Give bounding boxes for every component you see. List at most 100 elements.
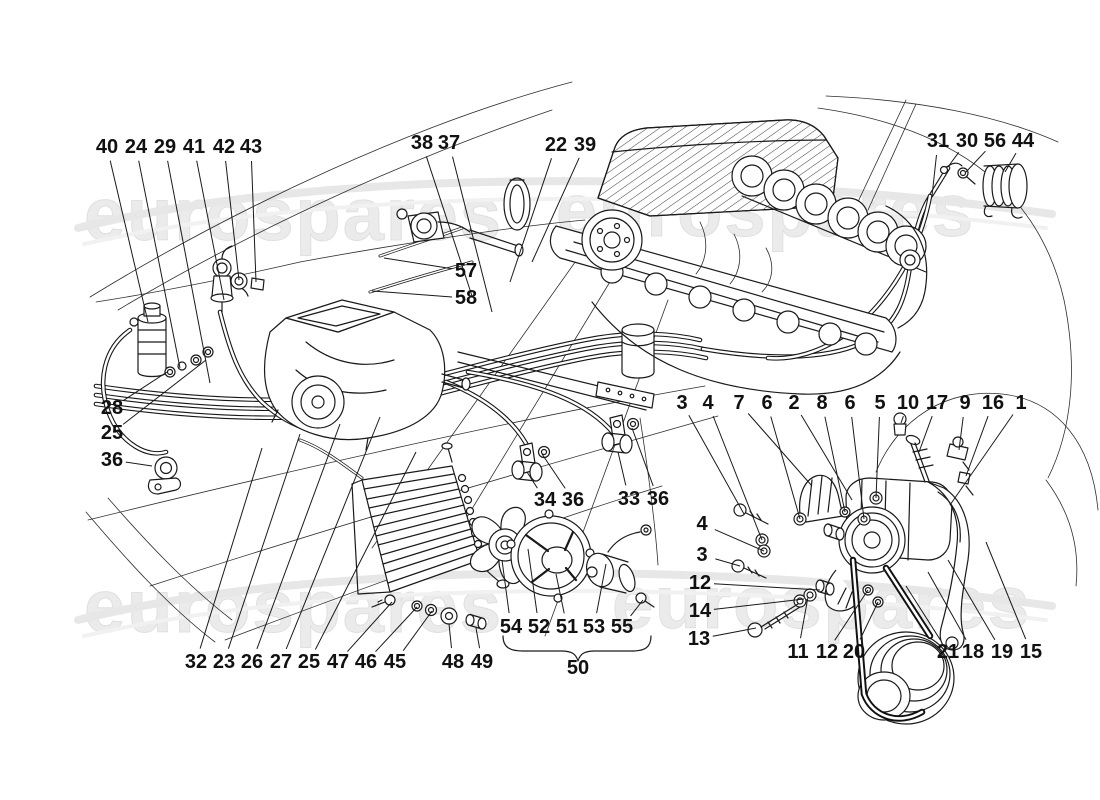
callout-leader-28 xyxy=(123,371,168,401)
callout-leader-16 xyxy=(965,415,989,477)
callout-leader-1 xyxy=(949,414,1014,506)
callout-19: 19 xyxy=(991,641,1013,663)
front-clutch xyxy=(581,209,643,271)
callout-leader-22 xyxy=(509,158,552,283)
callout-leader-6 xyxy=(851,416,865,520)
callout-7: 7 xyxy=(733,392,744,414)
callout-leader-25 xyxy=(122,359,207,425)
callout-leader-10 xyxy=(900,416,904,424)
callout-leader-48 xyxy=(448,623,452,649)
callout-leader-46 xyxy=(375,606,418,653)
callout-18: 18 xyxy=(962,641,984,663)
callout-38: 38 xyxy=(411,132,433,154)
evaporator-unit xyxy=(264,299,655,451)
callout-leader-15 xyxy=(985,541,1027,640)
callout-16: 16 xyxy=(982,392,1004,414)
mount-bracket xyxy=(799,474,859,612)
callout-8: 8 xyxy=(816,392,827,414)
callout-1: 1 xyxy=(1015,392,1026,414)
callout-9: 9 xyxy=(959,392,970,414)
callout-46: 46 xyxy=(355,651,377,673)
callout-6: 6 xyxy=(844,392,855,414)
fan-motor xyxy=(585,524,652,594)
callout-54: 54 xyxy=(500,616,523,638)
tensioner-arm xyxy=(927,481,970,651)
exhaust-ports xyxy=(600,260,878,356)
callout-leader-13 xyxy=(712,627,757,637)
callout-45: 45 xyxy=(384,651,406,673)
callout-55: 55 xyxy=(611,616,633,638)
callout-leader-23 xyxy=(227,433,301,649)
callout-25: 25 xyxy=(298,651,320,673)
engine-assembly xyxy=(549,119,928,395)
callout-30: 30 xyxy=(956,130,978,152)
callout-12: 12 xyxy=(689,572,711,594)
callout-leader-8 xyxy=(824,416,846,513)
callout-leader-36 xyxy=(541,453,566,489)
callout-leader-21 xyxy=(905,585,941,641)
callout-31: 31 xyxy=(927,130,949,152)
callout-leader-30 xyxy=(947,152,960,168)
callout-leader-51 xyxy=(555,573,565,614)
drive-belt-pulley xyxy=(849,556,955,725)
callout-14: 14 xyxy=(689,600,712,622)
callout-47: 47 xyxy=(327,651,349,673)
callout-leader-20 xyxy=(859,601,879,640)
callout-leader-2 xyxy=(800,414,853,501)
callout-leader-37 xyxy=(452,156,493,313)
callout-51: 51 xyxy=(556,616,578,638)
callout-17: 17 xyxy=(926,392,948,414)
callout-32: 32 xyxy=(185,651,207,673)
callout-leader-4 xyxy=(714,529,765,552)
intake-runners xyxy=(731,155,927,267)
callout-leader-14 xyxy=(713,598,805,610)
callout-15: 15 xyxy=(1020,641,1042,663)
callout-24: 24 xyxy=(125,136,148,158)
callout-leader-3 xyxy=(688,414,745,515)
callout-39: 39 xyxy=(574,134,596,156)
callout-leader-18 xyxy=(927,571,967,641)
callout-50: 50 xyxy=(567,657,589,679)
callout-leader-39 xyxy=(531,157,580,263)
callout-leader-44 xyxy=(1004,152,1017,173)
firewall-grommet xyxy=(503,177,531,231)
callout-leader-49 xyxy=(475,627,481,649)
callout-leader-25 xyxy=(314,451,417,650)
callout-28: 28 xyxy=(101,397,123,419)
callout-leader-11 xyxy=(800,596,809,639)
callout-52: 52 xyxy=(528,616,550,638)
receiver-drier xyxy=(129,302,167,378)
callout-leader-36 xyxy=(631,427,654,487)
callout-58: 58 xyxy=(455,287,477,309)
callout-36: 36 xyxy=(562,489,584,511)
callout-11: 11 xyxy=(787,641,808,663)
callout-57: 57 xyxy=(455,260,477,282)
group-bracket-50 xyxy=(502,635,652,662)
callout-leader-27 xyxy=(285,416,381,650)
callout-leader-31 xyxy=(931,154,937,197)
callout-leader-55 xyxy=(630,599,644,617)
callout-leader-58 xyxy=(371,290,453,298)
condenser-hardware xyxy=(371,594,487,630)
callout-leader-36 xyxy=(125,461,153,467)
fan-shroud xyxy=(506,509,595,603)
solenoid-valve xyxy=(164,245,265,378)
callout-25: 25 xyxy=(101,422,123,444)
pipe-clamps xyxy=(147,414,640,495)
motor-screw xyxy=(635,592,655,608)
callout-leader-42 xyxy=(225,160,240,281)
callout-leader-53 xyxy=(596,563,607,614)
callout-leader-43 xyxy=(251,160,257,283)
callout-36: 36 xyxy=(647,488,669,510)
callout-leader-52 xyxy=(527,548,538,614)
callout-3: 3 xyxy=(696,544,707,566)
callout-leader-47 xyxy=(347,601,393,652)
callout-leader-45 xyxy=(402,610,433,651)
callout-40: 40 xyxy=(96,136,118,158)
callout-leader-33 xyxy=(617,451,627,486)
callout-3: 3 xyxy=(676,392,687,414)
callout-leader-54 xyxy=(501,559,510,614)
